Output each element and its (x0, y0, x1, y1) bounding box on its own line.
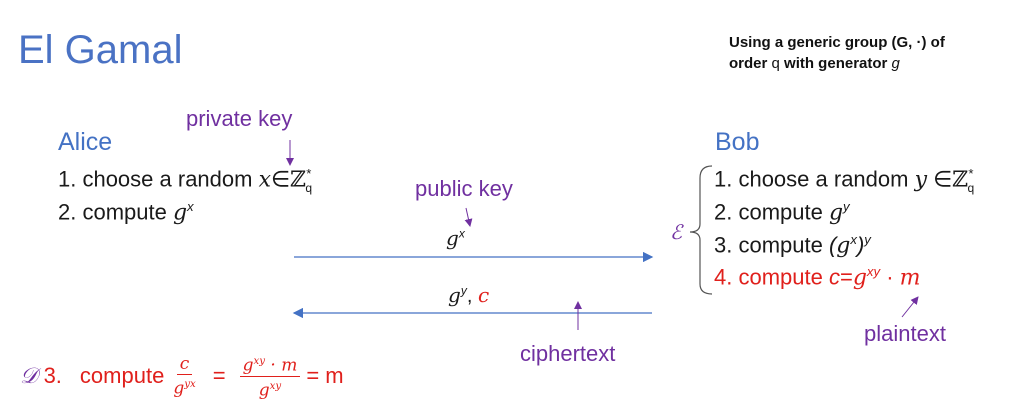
bob-step-4: 4. compute c=gxy · m (714, 264, 921, 291)
bob-step-1: 1. choose a random y ∈ℤ*q (714, 166, 975, 195)
plaintext-label: plaintext (864, 321, 946, 346)
group-note-line2: order q with generator g (729, 55, 900, 72)
decryption-fraction-2: gxy · m gxy (239, 352, 301, 400)
bob-name: Bob (715, 128, 760, 156)
plaintext-pointer (901, 296, 919, 318)
group-note: Using a generic group (G, ·) of order q … (729, 32, 945, 74)
public-key-label: public key (415, 176, 513, 201)
message-to-alice: gy, c (448, 283, 490, 307)
decryption-step-number: 3. (43, 363, 62, 389)
decryption-compute-label: compute (79, 363, 165, 389)
alice-step-2: 2. compute gx (58, 199, 194, 226)
page-title: El Gamal (18, 28, 183, 72)
bob-step-2: 2. compute gy (714, 199, 850, 226)
decryption-equals: = (212, 363, 226, 389)
decryption-symbol: 𝒟 (20, 363, 38, 389)
message-to-bob: gx (446, 226, 465, 250)
private-key-label: private key (186, 106, 293, 131)
bob-step-3: 3. compute (gx)y (714, 232, 871, 259)
decryption-fraction-1: c gyx (173, 353, 196, 399)
public-key-pointer (464, 207, 473, 227)
decryption-result: = m (306, 363, 344, 389)
ciphertext-label: ciphertext (520, 341, 616, 366)
alice-name: Alice (58, 128, 113, 156)
encryption-symbol: ℰ (670, 220, 683, 244)
bob-brace (689, 165, 713, 295)
group-note-line1: Using a generic group (G, ·) of (729, 34, 945, 51)
alice-step-1: 1. choose a random x∈ℤ*q (58, 166, 313, 195)
decryption-step: 𝒟 3. compute c gyx = gxy · m gxy = m (20, 352, 344, 400)
